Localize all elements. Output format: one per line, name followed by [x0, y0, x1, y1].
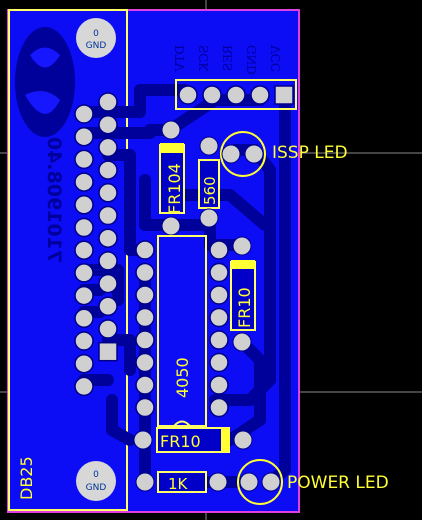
logo-image: [15, 27, 75, 137]
fr10-bottom-label: FR10: [160, 432, 201, 451]
r1k-label: 1K: [168, 475, 189, 493]
db25-pads: [74, 92, 118, 397]
db25-pad: [98, 92, 118, 112]
r1k-body: [157, 471, 207, 493]
ic-pad: [209, 397, 229, 418]
db25-pad: [98, 205, 118, 226]
power-led-pad-1: [239, 472, 259, 492]
db25-pad: [98, 160, 118, 180]
ic-pad: [135, 262, 155, 283]
gnd-top-name: GND: [86, 41, 107, 51]
fr10-right-label: FR10: [235, 287, 254, 328]
gnd-bottom-value: 0: [93, 470, 99, 480]
header-pad: [226, 85, 246, 105]
fr104-label: FR104: [165, 163, 184, 214]
gnd-bottom-name: GND: [86, 483, 107, 493]
issp-led-outline: [220, 131, 266, 177]
db25-pad: [74, 263, 94, 283]
fr104-pad-bottom: [161, 216, 181, 236]
db25-pad: [98, 183, 118, 203]
ic-pad: [135, 375, 155, 395]
connector-outline: [8, 9, 128, 511]
db25-pad: [98, 228, 118, 248]
header-pin-label: SCK: [197, 45, 211, 72]
fr10-right-pad-top: [232, 236, 252, 256]
db25-pad: [74, 376, 94, 397]
ic-pad: [209, 285, 229, 305]
ic-pad: [135, 307, 155, 328]
ic-pad: [209, 307, 229, 328]
ic-pad: [209, 352, 229, 373]
issp-led-label: ISSP LED: [272, 143, 348, 163]
ic-pad: [135, 285, 155, 305]
header-pad: [178, 85, 198, 105]
db25-pad: [98, 114, 118, 135]
db25-pad: [74, 104, 94, 124]
power-led-pad-2: [261, 472, 281, 492]
power-led-label: POWER LED: [287, 473, 389, 493]
ic-pad: [209, 330, 229, 350]
ic-pad: [209, 240, 229, 260]
r1k-pad-right: [208, 472, 228, 492]
db25-pad: [74, 308, 94, 329]
ic-pad: [135, 240, 155, 260]
db25-pad: [98, 296, 118, 317]
db25-pad: [98, 319, 118, 339]
fr10-right-band: [231, 260, 255, 269]
db25-pad: [98, 251, 118, 271]
header-pad: [250, 85, 270, 105]
ic-4050-outline: [157, 235, 207, 427]
header-pin-label: GND: [245, 45, 259, 75]
db25-pad: [74, 172, 94, 192]
fr10-bottom-pad-right: [233, 430, 253, 450]
db25-pad: [98, 341, 118, 362]
issp-led-pad-1: [221, 144, 241, 164]
db25-pad: [74, 126, 94, 147]
header-pad: [274, 85, 294, 105]
issp-led-pad-2: [244, 144, 264, 164]
ic-pad: [135, 330, 155, 350]
db25-pad: [98, 273, 118, 294]
header-pads: [178, 85, 294, 105]
r560-pad-bottom: [199, 208, 219, 228]
db25-pad: [74, 149, 94, 170]
ic-pad: [209, 375, 229, 395]
ic-pad: [135, 397, 155, 418]
header-pin-labels: DTV SCK RES GND VCC: [173, 44, 283, 75]
db25-pad: [74, 353, 94, 374]
header-pad: [202, 85, 222, 105]
r1k-pad-left: [135, 472, 155, 492]
db25-pad: [74, 195, 94, 215]
ic-pad: [135, 352, 155, 373]
part-number-label: 7101908.40: [43, 137, 65, 263]
header-pin-label: DTV: [173, 45, 187, 72]
r560-body: [198, 159, 220, 209]
connector-label: DB25: [17, 456, 36, 500]
fr10-bottom-pad-left: [133, 430, 153, 450]
fr10-right-body: [230, 261, 256, 331]
fr104-pad-top: [161, 120, 181, 140]
ic-4050-notch: [173, 420, 191, 427]
header-outline: [175, 79, 297, 110]
db25-pad: [74, 217, 94, 238]
power-led-outline: [237, 459, 283, 505]
fr10-bottom-band: [221, 428, 230, 452]
gnd-hole-bottom: [76, 461, 116, 501]
fr10-right-pad-bottom: [232, 332, 252, 352]
ic-4050-pads: [135, 240, 229, 418]
r560-label: 560: [201, 176, 219, 205]
r560-pad-top: [199, 136, 219, 156]
db25-pad: [74, 331, 94, 351]
fr104-band: [160, 143, 184, 153]
header-pin-label: VCC: [269, 44, 283, 72]
gnd-top-value: 0: [93, 29, 99, 39]
ic-label: 4050: [173, 357, 192, 398]
db25-pad: [74, 240, 94, 260]
db25-pad: [74, 285, 94, 306]
db25-pad: [98, 137, 118, 158]
header-pin-label: RES: [221, 45, 235, 71]
gnd-hole-top: [76, 18, 116, 58]
ic-pad: [209, 262, 229, 283]
